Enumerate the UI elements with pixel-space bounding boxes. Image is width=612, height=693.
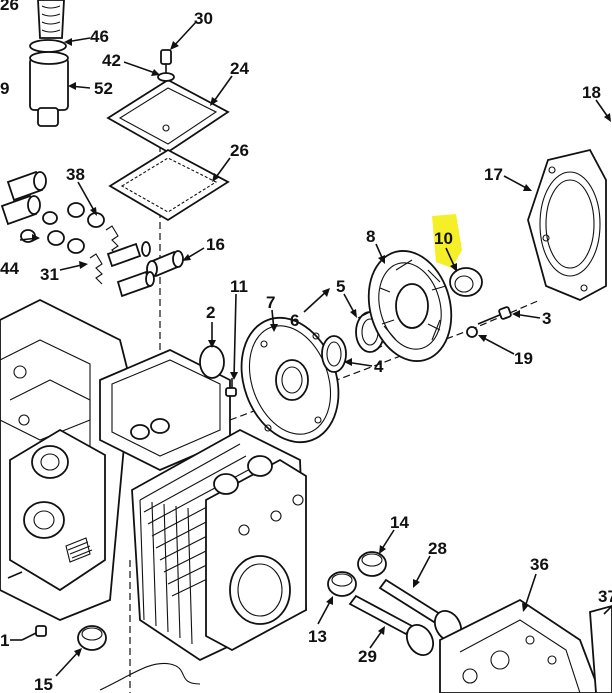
callout-30: 30 [194, 9, 213, 28]
cover-bolt [157, 49, 175, 82]
bolt [477, 306, 512, 325]
crankcase-block [0, 298, 131, 621]
push-rod-tube [146, 250, 184, 278]
callout-7: 7 [266, 293, 275, 312]
valve-tappet-lower [327, 571, 357, 597]
callout-26-top: 26 [0, 0, 19, 14]
end-cover [527, 148, 607, 301]
manifold-gasket [439, 598, 601, 693]
callout-26: 26 [230, 141, 249, 160]
tappets-left [0, 170, 155, 298]
breather-assembly [29, 0, 69, 127]
oil-seal [321, 335, 347, 373]
callout-16: 16 [206, 235, 225, 254]
lower-bushing [77, 625, 107, 651]
callout-13: 13 [308, 627, 327, 646]
callout-6: 6 [290, 311, 299, 330]
callout-5: 5 [336, 277, 345, 296]
washer [466, 326, 478, 338]
screw [225, 378, 237, 397]
callout-18: 18 [582, 83, 601, 102]
highlighted-bushing [449, 267, 483, 297]
cylinder-block [99, 349, 307, 662]
callout-52: 52 [94, 79, 113, 98]
valve-exhaust [348, 594, 435, 656]
callout-38: 38 [66, 165, 85, 184]
callout-19: 19 [514, 349, 533, 368]
valve-tappet-upper [357, 551, 387, 577]
callout-4: 4 [374, 357, 384, 376]
callout-3: 3 [542, 309, 551, 328]
valve-cover-gasket [108, 148, 230, 222]
callout-15: 15 [34, 675, 53, 693]
callout-28: 28 [428, 539, 447, 558]
callout-46: 46 [90, 27, 109, 46]
callout-11: 11 [230, 277, 248, 296]
lower-screw [21, 625, 47, 641]
right-edge-part [589, 605, 612, 693]
callout-24: 24 [230, 59, 249, 78]
valve-cover-plate [106, 78, 230, 154]
callout-14: 14 [390, 513, 409, 532]
leader-lines [10, 21, 612, 677]
callout-17: 17 [484, 165, 503, 184]
callout-8: 8 [366, 227, 375, 246]
callout-36: 36 [530, 555, 549, 574]
callout-2: 2 [206, 303, 215, 322]
callout-42: 42 [102, 51, 121, 70]
callout-44: 44 [0, 259, 19, 278]
seal-ring [199, 345, 225, 379]
callout-29: 29 [358, 647, 377, 666]
callout-1: 1 [0, 631, 9, 650]
callout-9: 9 [0, 79, 9, 98]
wire [99, 662, 201, 691]
callout-10: 10 [434, 229, 453, 248]
callout-31: 31 [40, 265, 59, 284]
callout-37: 37 [598, 587, 612, 606]
label-highlight [432, 214, 462, 268]
gear-cover [367, 250, 453, 362]
